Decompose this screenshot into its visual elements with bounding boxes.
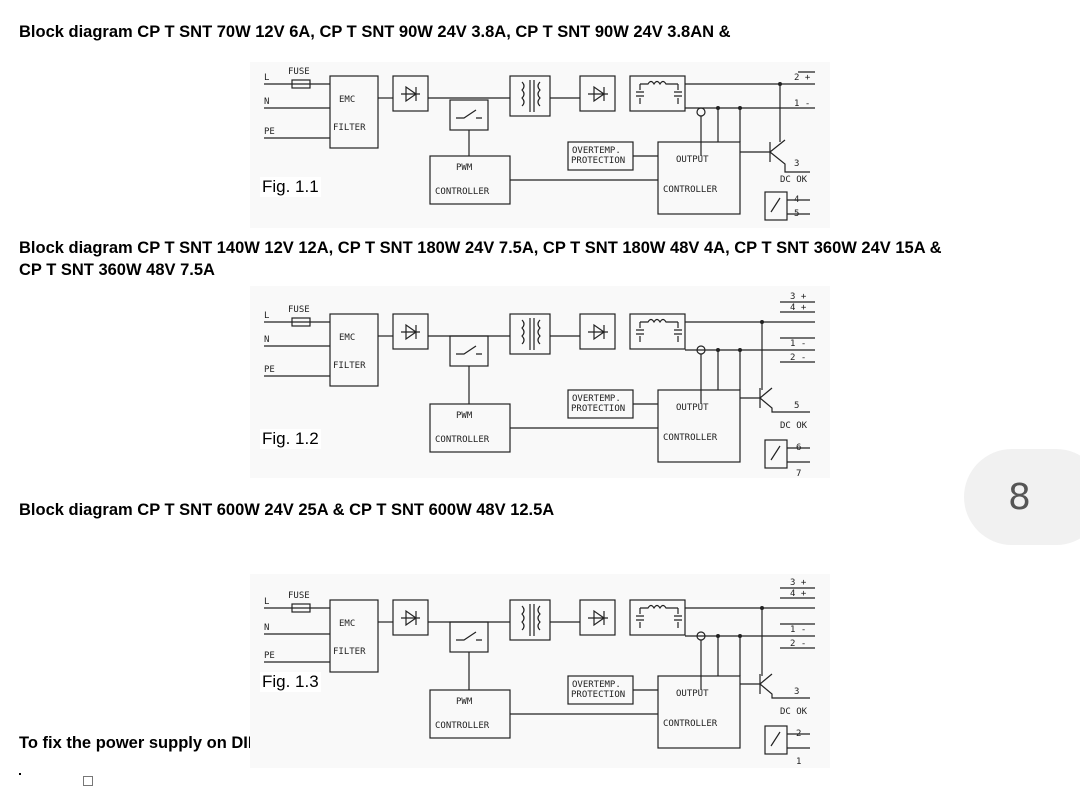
input-label-n: N — [264, 335, 269, 345]
pwm-label: PWM — [456, 163, 473, 173]
output-controller-label: CONTROLLER — [663, 185, 718, 195]
emc-label: EMC — [339, 619, 355, 629]
filter-label: FILTER — [333, 647, 366, 657]
page-number-badge[interactable]: 8 — [964, 449, 1080, 545]
output-label: OUTPUT — [676, 403, 709, 413]
figure-caption-1-2: Fig. 1.2 — [260, 429, 321, 449]
diagram-svg: L N PE FUSE EMC FILTER OVERTEMP. PROTECT… — [264, 67, 815, 221]
input-label-pe: PE — [264, 651, 275, 661]
input-label-l: L — [264, 597, 269, 607]
input-label-l: L — [264, 73, 269, 83]
emc-label: EMC — [339, 95, 355, 105]
diagram-svg: L N PE FUSE EMC FILTER OVERTEMP. PROTECT… — [264, 292, 815, 478]
terminal-label: 1 - — [794, 99, 810, 109]
input-label-n: N — [264, 623, 269, 633]
lc-filter-block — [629, 75, 686, 112]
terminal-label: 4 + — [790, 303, 807, 313]
terminal-label: 6 — [796, 443, 801, 453]
output-label: OUTPUT — [676, 155, 709, 165]
filter-label: FILTER — [333, 361, 366, 371]
overtemp-label: OVERTEMP. — [572, 146, 621, 156]
output-controller-block — [657, 141, 741, 215]
emc-label: EMC — [339, 333, 355, 343]
terminal-label: 3 + — [790, 578, 807, 588]
bullet-dot — [19, 773, 21, 775]
protection-label: PROTECTION — [571, 404, 625, 414]
fuse-symbol — [291, 79, 311, 89]
transformer-block — [509, 75, 551, 117]
terminal-label: 7 — [796, 469, 801, 478]
terminal-label: 5 — [794, 401, 799, 411]
block-diagram-fig-1-3: L N PE FUSE EMC FILTER OVERTEMP. PROTECT… — [250, 574, 830, 768]
terminal-label: 5 — [794, 209, 799, 219]
output-controller-label: CONTROLLER — [663, 433, 718, 443]
figure-caption-1-1: Fig. 1.1 — [260, 177, 321, 197]
output-label: OUTPUT — [676, 689, 709, 699]
input-label-l: L — [264, 311, 269, 321]
protection-label: PROTECTION — [571, 156, 625, 166]
terminal-label: 2 — [796, 729, 801, 739]
fuse-label: FUSE — [288, 305, 310, 315]
dc-ok-label: DC OK — [780, 421, 808, 431]
input-label-pe: PE — [264, 127, 275, 137]
dc-ok-label: DC OK — [780, 175, 808, 185]
input-label-n: N — [264, 97, 269, 107]
overtemp-label: OVERTEMP. — [572, 680, 621, 690]
pwm-label: PWM — [456, 411, 473, 421]
output-controller-label: CONTROLLER — [663, 719, 718, 729]
page-number: 8 — [1008, 476, 1031, 518]
input-label-pe: PE — [264, 365, 275, 375]
pwm-controller-label: CONTROLLER — [435, 721, 490, 731]
heading-block-diagram-1: Block diagram CP T SNT 70W 12V 6A, CP T … — [19, 23, 731, 41]
fuse-label: FUSE — [288, 591, 310, 601]
pwm-controller-label: CONTROLLER — [435, 187, 490, 197]
dc-ok-label: DC OK — [780, 707, 808, 717]
figure-caption-1-3: Fig. 1.3 — [260, 672, 321, 692]
fuse-label: FUSE — [288, 67, 310, 77]
terminal-label: 4 + — [790, 589, 807, 599]
rectifier-block — [392, 75, 429, 112]
pwm-label: PWM — [456, 697, 473, 707]
checkbox[interactable] — [83, 776, 93, 786]
heading-block-diagram-3: Block diagram CP T SNT 600W 24V 25A & CP… — [19, 501, 555, 519]
terminal-label: 1 - — [790, 339, 806, 349]
terminal-label: 1 — [796, 757, 801, 767]
diagram-svg: L N PE FUSE EMC FILTER OVERTEMP. PROTECT… — [264, 578, 815, 767]
output-rectifier-block — [579, 75, 616, 112]
terminal-label: 3 — [794, 687, 799, 697]
filter-label: FILTER — [333, 123, 366, 133]
terminal-label: 3 + — [790, 292, 807, 302]
terminal-label: 1 - — [790, 625, 806, 635]
terminal-label: 4 — [794, 195, 799, 205]
block-diagram-fig-1-1: L N PE FUSE EMC FILTER OVERTEMP. PROTECT… — [250, 62, 830, 228]
emc-filter-block — [329, 75, 379, 149]
heading-din-rail: To fix the power supply on DIN-rail — [19, 734, 291, 752]
terminal-label: 2 - — [790, 353, 806, 363]
heading-block-diagram-2-line2: CP T SNT 360W 48V 7.5A — [19, 261, 215, 279]
overtemp-label: OVERTEMP. — [572, 394, 621, 404]
block-diagram-fig-1-2: L N PE FUSE EMC FILTER OVERTEMP. PROTECT… — [250, 286, 830, 478]
pwm-controller-label: CONTROLLER — [435, 435, 490, 445]
terminal-label: 2 - — [790, 639, 806, 649]
heading-block-diagram-2: Block diagram CP T SNT 140W 12V 12A, CP … — [19, 239, 942, 257]
protection-label: PROTECTION — [571, 690, 625, 700]
terminal-label: 3 — [794, 159, 799, 169]
terminal-label: 2 + — [794, 73, 811, 83]
